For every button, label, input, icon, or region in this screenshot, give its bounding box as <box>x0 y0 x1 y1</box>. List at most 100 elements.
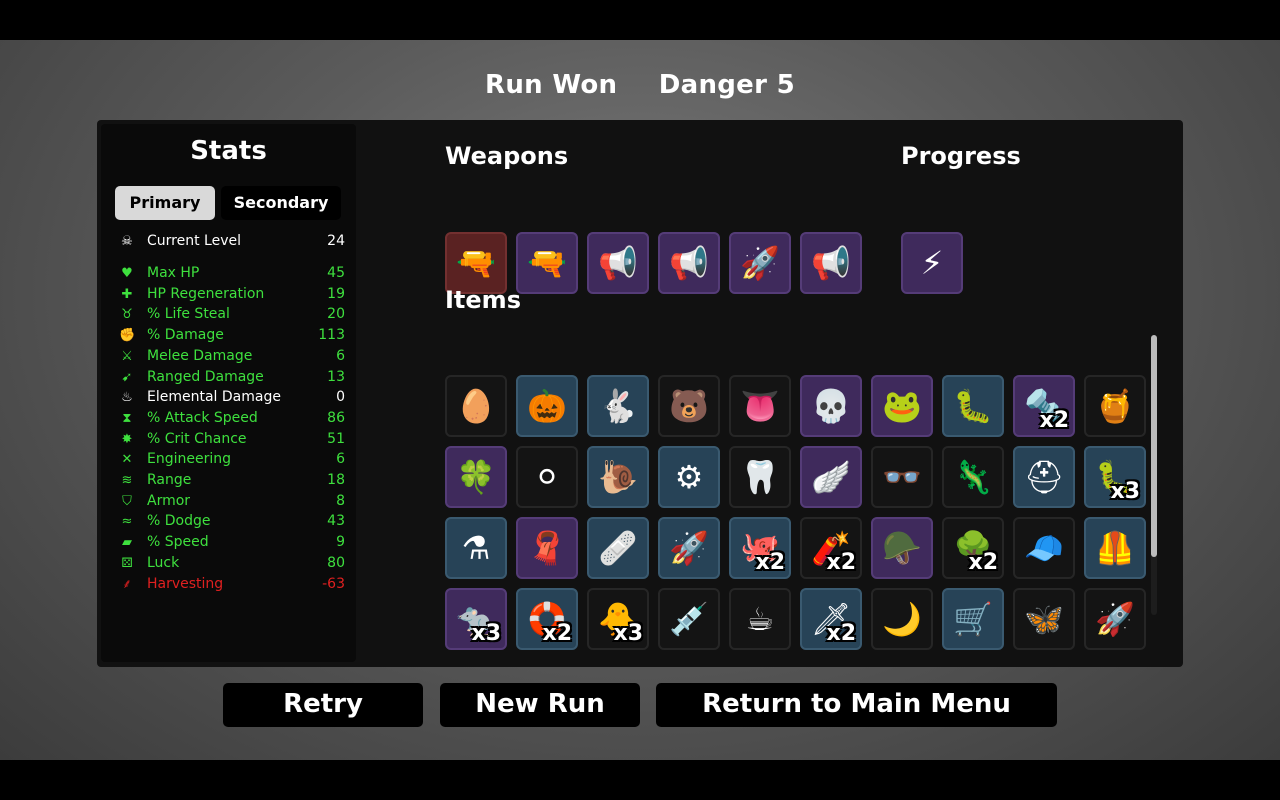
run-header: Run Won Danger 5 <box>0 70 1280 100</box>
item-slot[interactable]: 🍀 <box>445 446 507 508</box>
item-slot[interactable]: ⚗ <box>445 517 507 579</box>
stat-value: 18 <box>327 472 345 488</box>
claw-marks-icon: ⚡ <box>920 244 944 282</box>
progress-slot[interactable]: ⚡ <box>901 232 963 294</box>
item-slot[interactable]: 🐀x3 <box>445 588 507 650</box>
item-slot[interactable]: ⚙ <box>658 446 720 508</box>
item-slot[interactable]: 🪖 <box>871 517 933 579</box>
item-slot[interactable]: ☕ <box>729 588 791 650</box>
item-count: x2 <box>826 621 857 646</box>
item-slot[interactable]: 🧢 <box>1013 517 1075 579</box>
item-slot[interactable]: 🍯 <box>1084 375 1146 437</box>
weapon-slot[interactable]: 🚀 <box>729 232 791 294</box>
syringe-icon: 💉 <box>669 600 709 638</box>
crescent-icon: 🌙 <box>882 600 922 638</box>
item-slot[interactable]: 🐛x3 <box>1084 446 1146 508</box>
item-slot[interactable]: 👓 <box>871 446 933 508</box>
weapon-slot[interactable]: 📢 <box>658 232 720 294</box>
stat-label: Luck <box>147 554 180 571</box>
skull-creature-icon: 💀 <box>811 387 851 425</box>
bandage-icon: 🩹 <box>598 529 638 567</box>
stat-value: 45 <box>327 265 345 281</box>
item-slot[interactable]: 🦎 <box>942 446 1004 508</box>
weapon-slot[interactable]: 📢 <box>587 232 649 294</box>
item-slot[interactable]: 🧣 <box>516 517 578 579</box>
item-slot[interactable]: 🧨x2 <box>800 517 862 579</box>
item-count: x2 <box>968 550 999 575</box>
stat-value: 86 <box>327 409 345 426</box>
beanie-icon: 🧢 <box>1024 529 1064 567</box>
new-run-button[interactable]: New Run <box>440 683 640 727</box>
weapon-slot[interactable]: 🔫 <box>516 232 578 294</box>
item-slot[interactable]: 🛒 <box>942 588 1004 650</box>
item-slot[interactable]: 🚀 <box>1084 588 1146 650</box>
item-slot[interactable]: 💀 <box>800 375 862 437</box>
laser-gun-icon: 📢 <box>811 244 851 282</box>
item-slot[interactable]: 🦺 <box>1084 517 1146 579</box>
main-menu-button[interactable]: Return to Main Menu <box>656 683 1057 727</box>
item-slot[interactable]: 🪽 <box>800 446 862 508</box>
item-slot[interactable]: 🐸 <box>871 375 933 437</box>
item-slot[interactable]: 🐛 <box>942 375 1004 437</box>
item-slot[interactable]: 🥚 <box>445 375 507 437</box>
tab-secondary[interactable]: Secondary <box>221 186 341 220</box>
item-slot[interactable]: ⚪ <box>516 446 578 508</box>
stat-label: Engineering <box>147 451 231 468</box>
danger-level: Danger 5 <box>658 70 795 100</box>
items-scrollbar-thumb[interactable] <box>1151 335 1157 557</box>
snail-icon: 🐌 <box>598 458 638 496</box>
item-slot[interactable]: 🌳x2 <box>942 517 1004 579</box>
item-count: x3 <box>471 621 502 646</box>
item-slot[interactable]: 👅 <box>729 375 791 437</box>
item-slot[interactable]: 💉 <box>658 588 720 650</box>
weapon-slot[interactable]: 📢 <box>800 232 862 294</box>
item-slot[interactable]: 🎃 <box>516 375 578 437</box>
item-slot[interactable]: 🐻 <box>658 375 720 437</box>
tab-primary[interactable]: Primary <box>115 186 215 220</box>
item-slot[interactable]: 🦋 <box>1013 588 1075 650</box>
rat-icon: 🐀 <box>456 600 496 638</box>
rocket-icon: 🚀 <box>1095 600 1135 638</box>
metal-plate-icon: 🔩 <box>1024 387 1064 425</box>
item-count: x2 <box>826 550 857 575</box>
item-slot[interactable]: 🗡x2 <box>800 588 862 650</box>
item-slot[interactable]: 🐙x2 <box>729 517 791 579</box>
item-slot[interactable]: 🦷 <box>729 446 791 508</box>
item-slot[interactable]: ⛑ <box>1013 446 1075 508</box>
rocket-launcher-icon: 🚀 <box>740 244 780 282</box>
fangs-icon: ♉ <box>121 307 133 323</box>
item-slot[interactable]: 🐇 <box>587 375 649 437</box>
stat-value: 9 <box>336 534 345 551</box>
retry-button[interactable]: Retry <box>223 683 423 727</box>
item-slot[interactable]: 🛟x2 <box>516 588 578 650</box>
worm-icon: 🐛 <box>1095 458 1135 496</box>
item-slot[interactable]: 🔩x2 <box>1013 375 1075 437</box>
baby-monster-icon: 🐻 <box>669 387 709 425</box>
wheat-icon: ⸙ <box>122 576 132 592</box>
item-slot[interactable]: 🌙 <box>871 588 933 650</box>
wheelbarrow-icon: 🛒 <box>953 600 993 638</box>
pumpkin-icon: 🎃 <box>527 387 567 425</box>
item-slot[interactable]: 🐌 <box>587 446 649 508</box>
stat-value: 24 <box>327 233 345 249</box>
muscle-icon: ✊ <box>119 328 136 344</box>
laser-gun-icon: 📢 <box>598 244 638 282</box>
item-slot[interactable]: 🩹 <box>587 517 649 579</box>
progress-title: Progress <box>901 142 1021 170</box>
item-slot[interactable]: 🚀 <box>658 517 720 579</box>
heart-icon: ♥ <box>121 266 133 281</box>
tentacle-icon: 🐙 <box>740 529 780 567</box>
item-count: x2 <box>1039 408 1070 433</box>
items-scrollbar[interactable] <box>1151 335 1157 615</box>
item-slot[interactable]: 🐥x3 <box>587 588 649 650</box>
weapon-slot[interactable]: 🔫 <box>445 232 507 294</box>
item-count: x3 <box>613 621 644 646</box>
tongue-icon: 👅 <box>740 387 780 425</box>
